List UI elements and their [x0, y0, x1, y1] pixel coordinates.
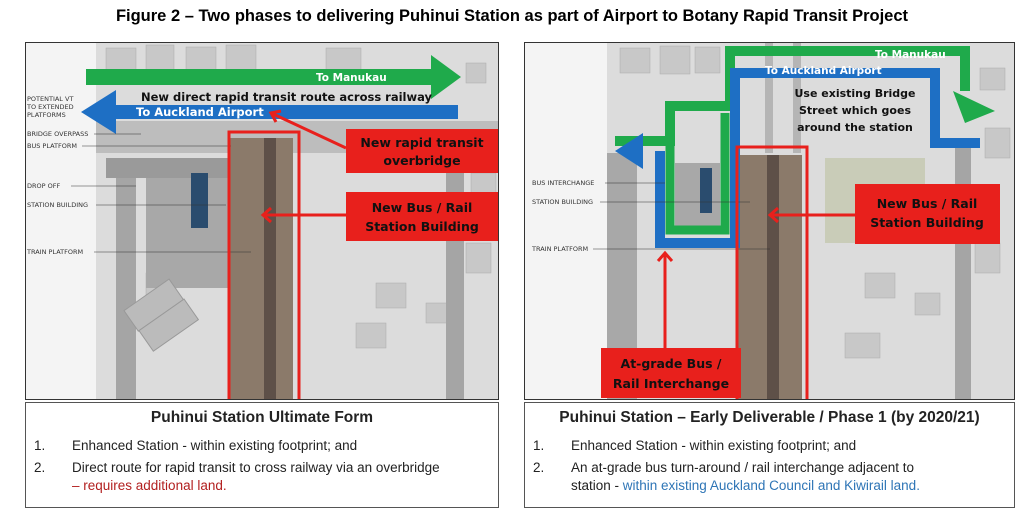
label-train-platform: TRAIN PLATFORM	[26, 248, 83, 256]
left-map-panel: To Manukau To Auckland Airport New direc…	[25, 42, 499, 400]
callout-station-building	[346, 192, 498, 241]
route-note-line1: Use existing Bridge	[795, 87, 916, 100]
item-text: Enhanced Station - within existing footp…	[72, 438, 358, 453]
label-train-platform: TRAIN PLATFORM	[531, 245, 588, 253]
callout-interchange-line2: Rail Interchange	[613, 376, 729, 391]
list-item: 1. Enhanced Station - within existing foo…	[533, 437, 1014, 455]
blue-arrow-label: To Auckland Airport	[765, 65, 882, 77]
label-potential-vt-2: TO EXTENDED	[26, 103, 74, 111]
item-number: 1.	[34, 438, 46, 453]
label-station-building: STATION BUILDING	[532, 198, 593, 206]
list-item: 2. Direct route for rapid transit to cros…	[34, 459, 498, 495]
callout-station-line2: Station Building	[365, 219, 479, 234]
callout-station-line1: New Bus / Rail	[877, 196, 978, 211]
label-bus-platform: BUS PLATFORM	[27, 142, 77, 150]
item-number: 2.	[533, 460, 545, 475]
callout-overbridge	[346, 129, 498, 173]
item-number: 2.	[34, 460, 46, 475]
callout-station-line1: New Bus / Rail	[372, 200, 473, 215]
route-note: New direct rapid transit route across ra…	[141, 90, 433, 104]
item-text: An at-grade bus turn-around / rail inter…	[571, 460, 914, 475]
callout-at-grade-interchange	[601, 348, 741, 398]
item-number: 1.	[533, 438, 545, 453]
callout-interchange-line1: At-grade Bus /	[621, 356, 722, 371]
label-potential-vt: POTENTIAL VT	[27, 95, 73, 103]
callout-station-building	[855, 184, 1000, 244]
left-description-heading: Puhinui Station Ultimate Form	[150, 409, 374, 426]
blue-arrow-label: To Auckland Airport	[136, 105, 264, 119]
label-station-building: STATION BUILDING	[27, 201, 88, 209]
label-bridge-overpass: BRIDGE OVERPASS	[27, 130, 88, 138]
label-potential-vt-3: PLATFORMS	[27, 111, 66, 119]
callout-overbridge-line2: overbridge	[383, 153, 460, 168]
green-arrow-label: To Manukau	[316, 72, 387, 84]
label-bus-interchange: BUS INTERCHANGE	[532, 179, 594, 187]
callout-station-line2: Station Building	[870, 215, 984, 230]
route-note-line2: Street which goes	[799, 104, 911, 117]
item-text: Direct route for rapid transit to cross …	[72, 460, 440, 475]
label-drop-off: DROP OFF	[27, 182, 60, 190]
right-description: Puhinui Station – Early Deliverable / Ph…	[524, 402, 1015, 508]
green-arrow-label: To Manukau	[875, 49, 946, 61]
list-item: 1. Enhanced Station - within existing foo…	[34, 437, 498, 455]
item-note: within existing Auckland Council and Kiw…	[622, 478, 920, 493]
item-note: – requires additional land.	[72, 478, 227, 493]
item-prefix: station -	[571, 478, 623, 493]
figure-title: Figure 2 – Two phases to delivering Puhi…	[115, 7, 909, 25]
right-map-panel: To Manukau To Auckland Airport Use exist…	[524, 42, 1015, 400]
left-description: Puhinui Station Ultimate Form 1. Enhanced…	[25, 402, 499, 508]
item-text: Enhanced Station - within existing footp…	[571, 438, 857, 453]
callout-overbridge-line1: New rapid transit	[360, 135, 483, 150]
right-description-heading: Puhinui Station – Early Deliverable / Ph…	[559, 409, 980, 426]
route-note-line3: around the station	[797, 121, 913, 134]
list-item: 2. An at-grade bus turn-around / rail int…	[533, 459, 1014, 495]
